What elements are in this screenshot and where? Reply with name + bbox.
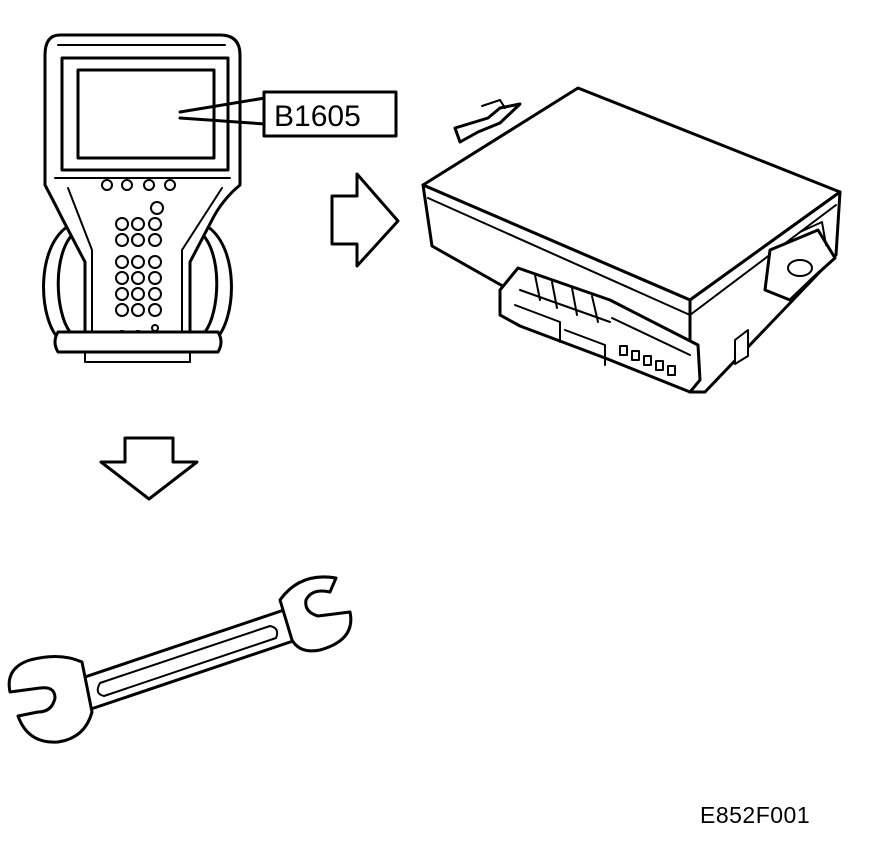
figure-id: E852F001 [700, 802, 811, 828]
fault-code-callout: B1605 [262, 90, 398, 138]
callout-leader [178, 96, 267, 114]
callout-leader-lower [178, 116, 267, 126]
arrow-down-icon [99, 436, 199, 501]
arrow-right-icon [330, 172, 400, 268]
diagnostic-tester-icon [42, 33, 242, 363]
wrench-icon [7, 575, 353, 744]
fault-code-label: B1605 [274, 100, 361, 133]
control-module-icon [421, 86, 842, 394]
connector-pins [619, 345, 676, 376]
